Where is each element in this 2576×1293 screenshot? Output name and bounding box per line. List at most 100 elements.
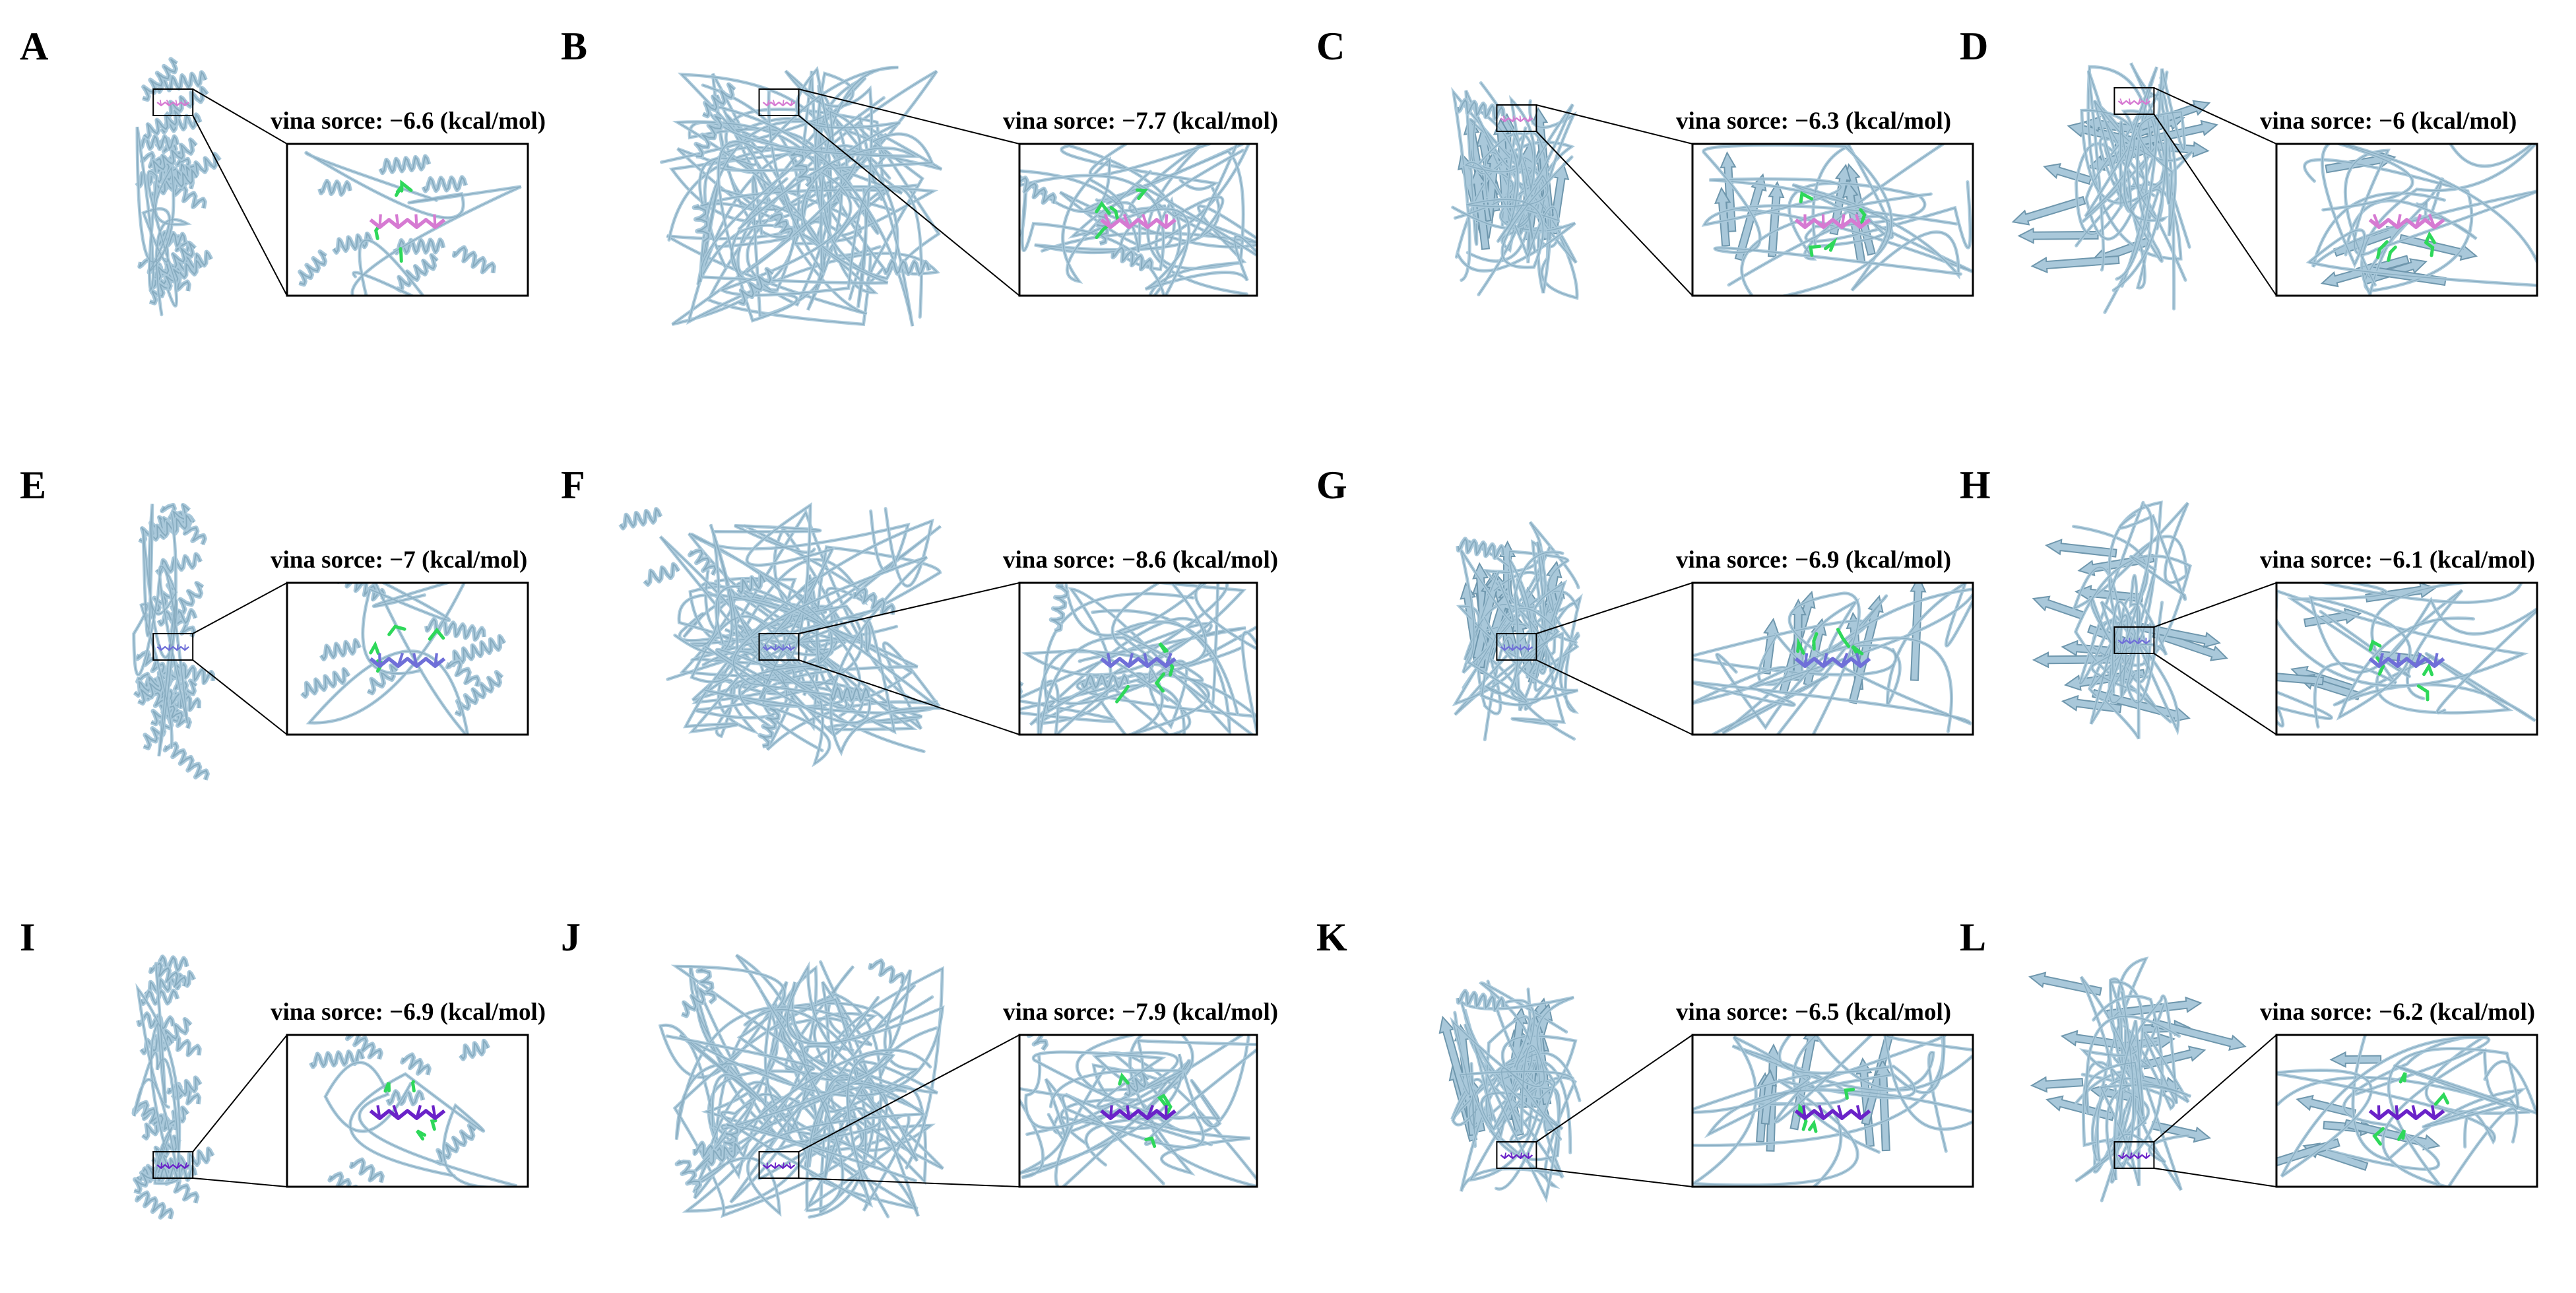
protein-structure [2011,62,2219,314]
ligand-overview [762,100,796,106]
zoom-connector [2154,1168,2277,1187]
ligand-zoom [2368,1105,2445,1120]
zoom-view [287,583,528,735]
ligand-overview [156,100,189,106]
protein-structure [1452,521,1583,742]
vina-score-label: vina sorce: −6.6 (kcal/mol) [271,108,546,135]
vina-score-label: vina sorce: −6.5 (kcal/mol) [1676,999,1951,1026]
protein-structure [660,65,943,327]
protein-structure [131,954,215,1220]
ligand-overview [156,644,189,651]
ligand-overview [1500,644,1533,651]
binding-residues [374,180,413,263]
binding-site-box [2113,626,2155,654]
zoom-connector [2154,582,2277,628]
zoom-connector [798,115,1020,296]
zoom-view [1692,1035,1973,1187]
zoom-frame [1018,1034,1258,1188]
ligand-overview [2117,98,2151,105]
ligand-zoom [1794,652,1871,668]
panel-letter: F [561,463,585,507]
ligand-zoom [2368,213,2445,229]
panel-letter: C [1316,24,1345,68]
zoom-view [1019,1035,1257,1187]
binding-residues [1118,1072,1173,1148]
zoom-connector [192,115,288,296]
panel-letter: A [20,24,48,68]
zoom-view [2276,583,2537,735]
panel-letter: D [1960,24,1988,68]
zoom-connector [1535,131,1693,296]
protein-structure [1451,81,1579,300]
binding-site-box [758,633,800,661]
zoom-frame [286,581,529,736]
zoom-frame [1018,581,1258,736]
protein-structure [658,953,945,1219]
zoom-view [287,144,528,296]
binding-site-box [2113,87,2155,115]
ligand-zoom [2368,652,2445,668]
zoom-connector [2153,653,2277,735]
zoom-frame [2275,1034,2538,1188]
binding-site-box [152,88,194,116]
zoom-connector [1535,659,1693,735]
zoom-connector [2153,114,2277,296]
zoom-view [287,1035,528,1187]
zoom-frame [1691,1034,1974,1188]
binding-residues [2368,639,2434,702]
protein-structure [2032,500,2228,740]
binding-site-box [758,1151,800,1179]
ligand-zoom [1100,652,1176,668]
protein-structure [135,57,222,317]
vina-score-label: vina sorce: −6.2 (kcal/mol) [2260,999,2535,1026]
zoom-view [1692,583,1973,735]
ligand-zoom [369,652,446,668]
binding-site-box [758,88,800,116]
ligand-zoom [369,1104,446,1120]
zoom-view [1019,144,1257,296]
ligand-overview [2117,1152,2151,1159]
zoom-frame [1691,143,1974,297]
zoom-connector [1536,1168,1693,1187]
vina-score-label: vina sorce: −6.9 (kcal/mol) [271,999,546,1026]
zoom-connector [1535,1034,1693,1143]
panel-letter: L [1960,915,1986,959]
ligand-overview [156,1162,189,1169]
zoom-frame [1691,581,1974,736]
zoom-frame [2275,581,2538,736]
panel-letter: G [1316,463,1347,507]
ligand-zoom [1794,1104,1871,1120]
zoom-connector [798,582,1020,634]
ligand-overview [1500,1152,1533,1159]
zoom-connector [192,88,288,145]
protein-structure [2028,956,2247,1203]
protein-structure [1438,979,1582,1203]
zoom-connector [2153,87,2277,145]
ligand-zoom [1100,1104,1176,1120]
zoom-frame [2275,143,2538,297]
zoom-connector [192,1034,288,1152]
zoom-connector [192,582,288,634]
zoom-frame [286,1034,529,1188]
ligand-zoom [369,214,446,229]
panel-letter: I [20,915,35,959]
zoom-frame [1018,143,1258,297]
zoom-view [2276,1035,2537,1187]
zoom-connector [798,1177,1020,1187]
panel-letter: H [1960,463,1991,507]
panel-letter: B [561,24,587,68]
panel-letter: E [20,463,46,507]
vina-score-label: vina sorce: −7 (kcal/mol) [271,547,527,574]
binding-residues [383,1080,437,1141]
